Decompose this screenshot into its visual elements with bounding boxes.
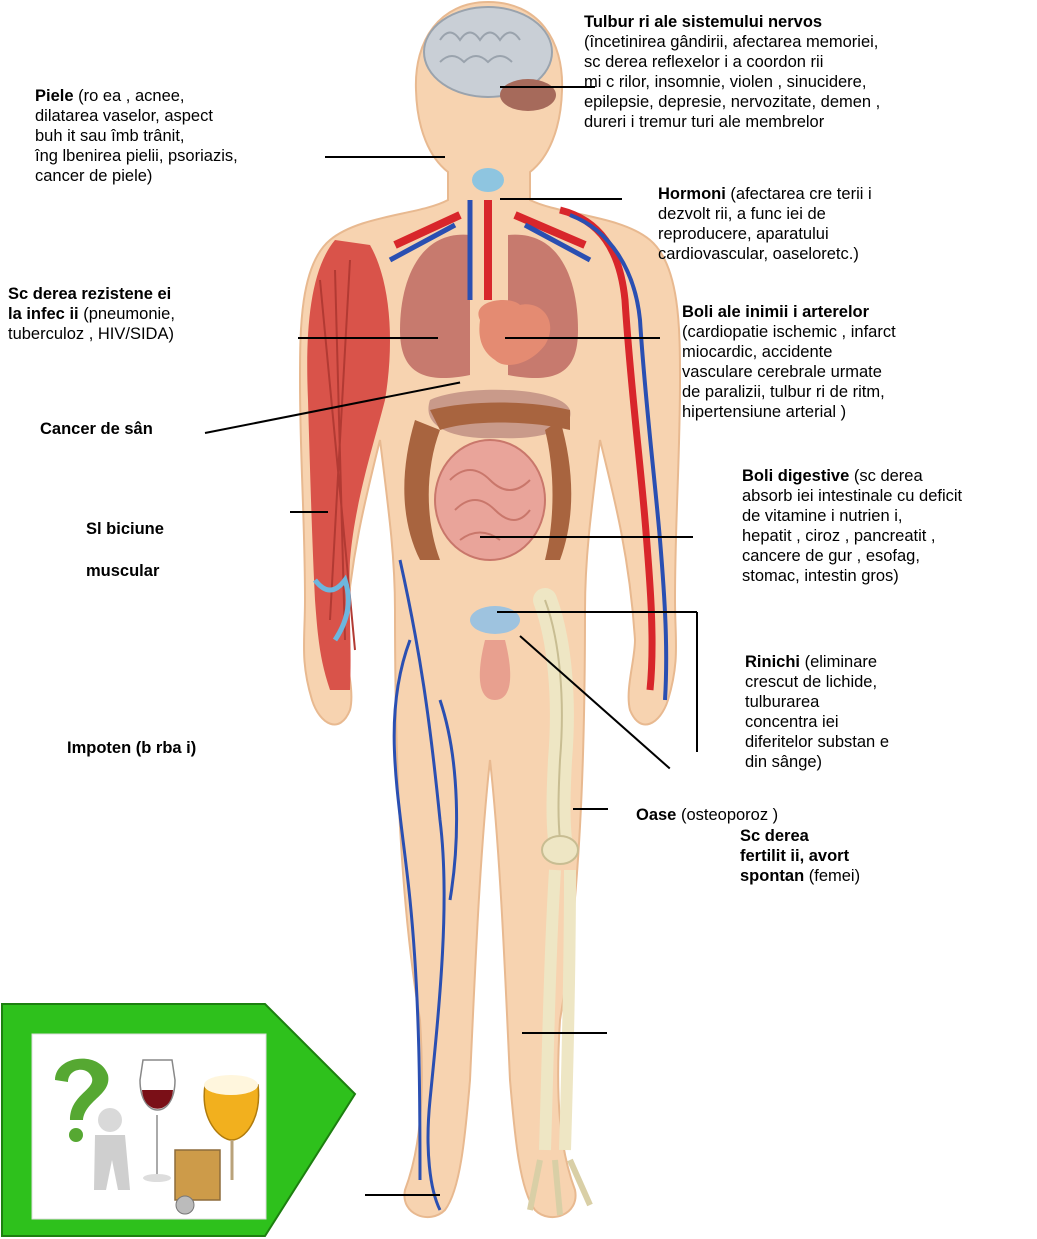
- alcohol-callout-box: [0, 0, 1037, 1239]
